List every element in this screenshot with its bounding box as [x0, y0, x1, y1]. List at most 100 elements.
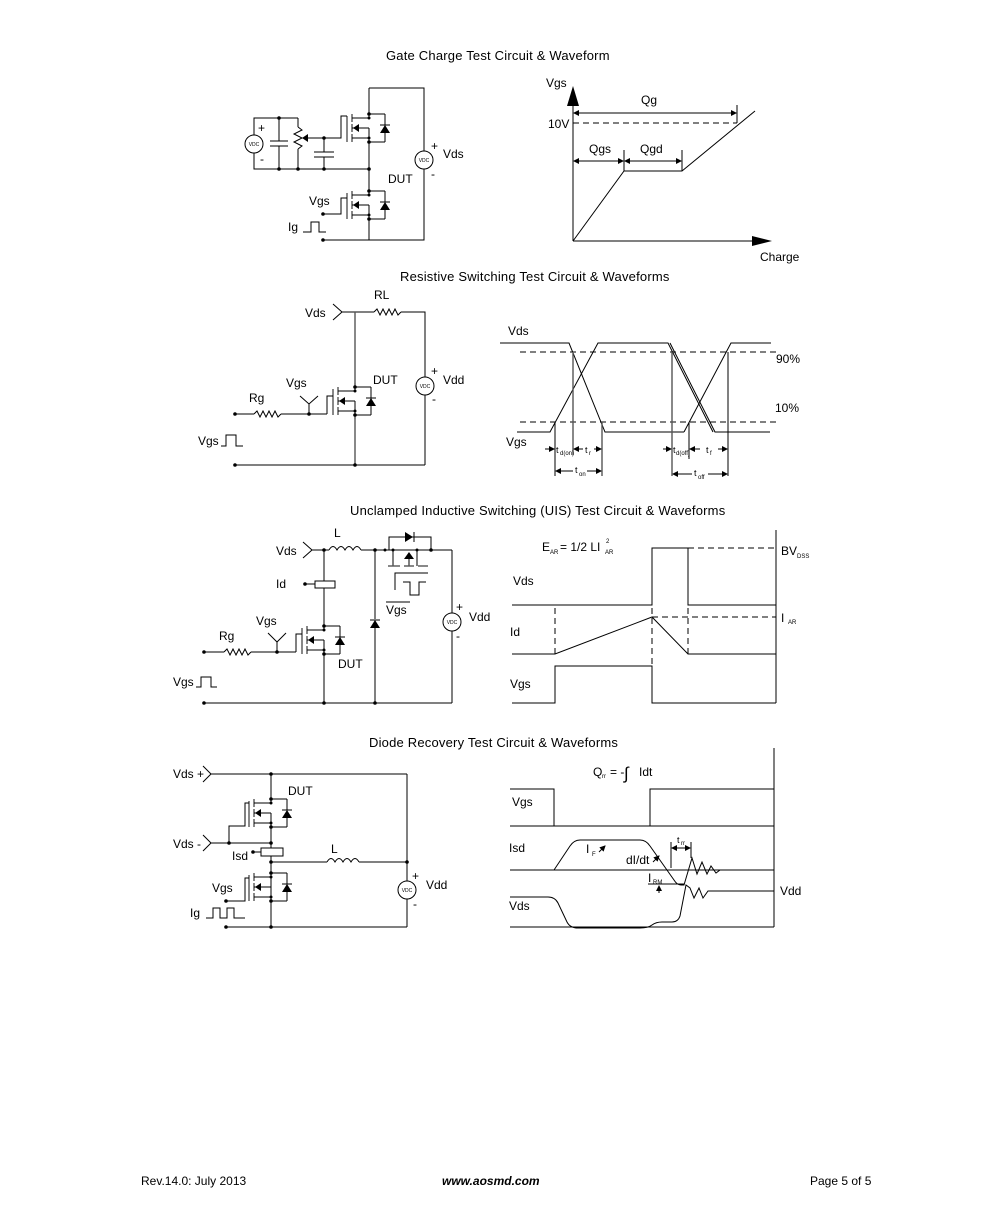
- probe-icon: [332, 303, 343, 321]
- td-off-sub: d(off): [676, 451, 690, 457]
- if-label: I: [586, 842, 589, 856]
- vds-label: Vds: [276, 544, 297, 558]
- vds-trace: [510, 884, 774, 929]
- rg-resistor-icon: [223, 647, 252, 657]
- plus-sign: +: [431, 364, 438, 378]
- id-label: Id: [510, 625, 520, 639]
- footer-website-link[interactable]: www.aosmd.com: [442, 1174, 540, 1188]
- y-axis-arrow-icon: [567, 86, 579, 106]
- vgs-label: Vgs: [212, 881, 233, 895]
- inductor-icon: [328, 546, 362, 552]
- x-axis-label: Charge: [760, 250, 800, 264]
- toff-label: t: [694, 468, 697, 478]
- vdd-label: Vdd: [469, 610, 490, 624]
- minus-sign: -: [413, 897, 417, 911]
- vds-plus-label: Vds +: [173, 767, 204, 781]
- tr-sub: r: [589, 451, 591, 457]
- irm-sub: RM: [653, 880, 662, 886]
- integral-icon: ∫: [623, 764, 630, 783]
- l-label: L: [334, 526, 341, 540]
- vds-label: Vds: [443, 147, 464, 161]
- inverted-pulse-icon: [403, 581, 426, 596]
- vgs-curve: [572, 110, 756, 242]
- vgs-input-label: Vgs: [173, 675, 194, 689]
- vgs-label: Vgs: [286, 376, 307, 390]
- vds-label: Vds: [305, 306, 326, 320]
- tf-label: t: [706, 445, 709, 455]
- trr-sub: rr: [681, 841, 685, 847]
- vgs-label: Vgs: [309, 194, 330, 208]
- pulse-icon: [303, 221, 326, 233]
- dut-label: DUT: [288, 784, 313, 798]
- current-sense-icon: [314, 580, 336, 589]
- vgs-trace: [517, 342, 714, 433]
- mosfet-upper-icon: [346, 109, 391, 147]
- trr-label: t: [677, 835, 680, 845]
- vdc-bias-icon: [244, 134, 264, 154]
- vgs-bar-label: Vgs: [386, 603, 407, 617]
- rg-label: Rg: [219, 629, 234, 643]
- diode-recovery-waveform: Q rr = - ∫ Idt Vgs Isd Vds Vdd I F dI/dt…: [509, 748, 801, 929]
- section-title-resistive-switching: Resistive Switching Test Circuit & Wavef…: [400, 269, 670, 284]
- uis-waveform: E AR = 1/2 LI 2 AR BV DSS I AR Vds Id Vg…: [510, 530, 809, 704]
- level-10v-label: 10V: [548, 117, 569, 131]
- id-trace: [512, 616, 776, 655]
- didt-label: dI/dt: [626, 853, 650, 867]
- formula-rest: = -: [610, 765, 624, 779]
- rg-label: Rg: [249, 391, 264, 405]
- section-title-diode-recovery: Diode Recovery Test Circuit & Waveforms: [369, 735, 619, 750]
- iar-sub: AR: [788, 620, 797, 626]
- vds-label: Vds: [509, 899, 530, 913]
- vgs-label: Vgs: [256, 614, 277, 628]
- probe-icon: [299, 395, 319, 405]
- plus-sign: +: [412, 869, 419, 883]
- plus-sign: +: [431, 139, 438, 153]
- probe-icon: [202, 765, 212, 783]
- td-on-label: t: [556, 445, 559, 455]
- bv-sub: DSS: [797, 554, 809, 560]
- probe-icon: [202, 834, 212, 852]
- vdd-label: Vdd: [780, 884, 801, 898]
- ton-label: t: [575, 465, 578, 475]
- iar-label: I: [781, 611, 784, 625]
- formula-tail: Idt: [639, 765, 653, 779]
- minus-sign: -: [432, 392, 436, 406]
- pct-10-label: 10%: [775, 401, 799, 415]
- mosfet-lower-icon: [248, 868, 293, 906]
- ton-sub: on: [579, 472, 586, 478]
- footer-revision: Rev.14.0: July 2013: [141, 1174, 247, 1188]
- qg-label: Qg: [641, 93, 657, 107]
- isd-trace: [553, 839, 721, 886]
- dut-label: DUT: [388, 172, 413, 186]
- rl-resistor-icon: [373, 307, 402, 317]
- bias-minus-sign: -: [260, 152, 264, 166]
- isd-label: Isd: [509, 841, 525, 855]
- vgs-trace-2: [683, 342, 771, 433]
- pulse-icon: [221, 434, 243, 447]
- minus-sign: -: [456, 629, 460, 643]
- mosfet-dut-icon: [346, 186, 391, 224]
- ig-label: Ig: [288, 220, 298, 234]
- pct-90-label: 90%: [776, 352, 800, 366]
- mosfet-dut-icon: [332, 382, 377, 420]
- isd-label: Isd: [232, 849, 248, 863]
- vds-label: Vds: [508, 324, 529, 338]
- td-off-label: t: [673, 445, 676, 455]
- tr-label: t: [585, 445, 588, 455]
- vds-trace: [512, 547, 776, 606]
- x-axis-arrow-icon: [752, 236, 772, 246]
- probe-icon: [267, 632, 287, 643]
- dut-label: DUT: [338, 657, 363, 671]
- footer-page-number: Page 5 of 5: [810, 1174, 872, 1188]
- vds-trace: [519, 342, 672, 433]
- vgs-label: Vgs: [506, 435, 527, 449]
- tf-sub: f: [710, 451, 712, 457]
- vds-label: Vds: [513, 574, 534, 588]
- inductor-icon: [326, 858, 360, 864]
- if-sub: F: [592, 852, 596, 858]
- irm-label: I: [648, 871, 651, 885]
- l-label: L: [331, 842, 338, 856]
- formula-rest: = 1/2 LI: [560, 540, 600, 554]
- formula-q: Q: [593, 765, 602, 779]
